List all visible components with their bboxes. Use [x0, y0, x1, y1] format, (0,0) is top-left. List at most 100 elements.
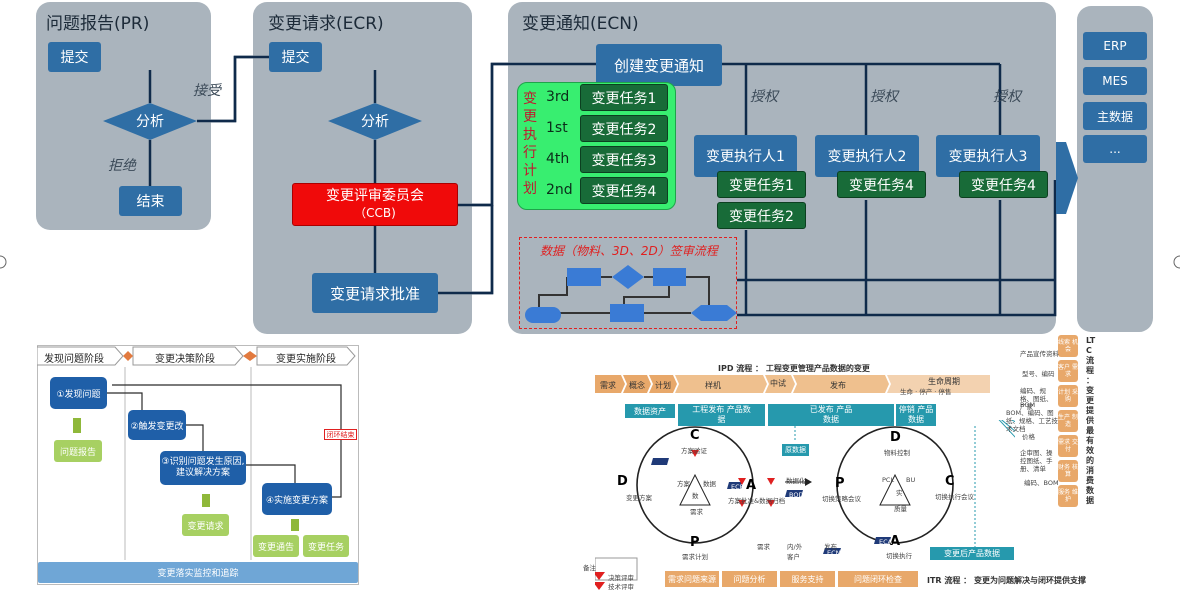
plan-task[interactable]: 变更任务2	[580, 115, 668, 142]
auth-label-2: 授权	[870, 89, 898, 105]
ecr-approve-button[interactable]: 变更请求批准	[312, 273, 438, 313]
c2-P-sub: 切换策略会议	[822, 495, 861, 503]
phase-label: 概念	[629, 381, 645, 390]
c1-inner: 需求	[690, 508, 703, 516]
ecr-title: 变更请求(ECR)	[268, 14, 384, 34]
plan-task[interactable]: 变更任务4	[580, 177, 668, 204]
c2-D: D	[890, 430, 901, 445]
pr-accept-label: 接受	[193, 83, 221, 99]
plan-order: 2nd	[546, 182, 573, 198]
discover-problem[interactable]: ①发现问题	[50, 377, 107, 409]
closed-loop: 闭环结束	[324, 429, 357, 440]
bod-tag: BOD	[789, 491, 804, 499]
pr-end-button[interactable]: 结束	[119, 186, 182, 216]
pr-analyze-diamond	[103, 103, 197, 140]
ecr-tag: ECR	[731, 483, 745, 491]
plan-label-column: 变 更 执 行 计 划	[522, 90, 538, 198]
ipd-title: IPD 流程 ： 工程变更管理产品数据的变更	[718, 364, 870, 373]
plan-task[interactable]: 变更任务1	[580, 84, 668, 111]
systems-arrow	[1056, 142, 1078, 214]
phase-label: 计划	[655, 381, 671, 390]
pub-label: 发布	[824, 543, 837, 551]
itr-step: 服务支持	[780, 571, 835, 587]
after-change-data: 变更后产品数据	[930, 547, 1014, 560]
exec-task[interactable]: 变更任务1	[717, 171, 806, 198]
signoff-flow	[525, 265, 737, 323]
c1-A: A	[746, 478, 757, 493]
c2-A: A	[890, 534, 901, 549]
c2-A-sub: 切换执行	[886, 552, 912, 560]
system-master-data[interactable]: 主数据	[1083, 102, 1147, 130]
datafy-label: 数据化	[786, 477, 806, 485]
system-erp[interactable]: ERP	[1083, 32, 1147, 60]
auth-label-3: 授权	[993, 89, 1021, 105]
ltc-box: 需求 交付	[1058, 435, 1078, 457]
need-label: 需求	[757, 543, 770, 551]
ltc-title: LTC 流程 ： 变更提供最有效的消费数据	[1086, 336, 1096, 505]
c1-D-sub: 变更方案	[626, 494, 652, 502]
executor-3[interactable]: 变更执行人3	[936, 135, 1040, 177]
c2-C-sub: 切换执行会议	[935, 493, 974, 501]
arrow-down-1	[73, 418, 81, 433]
problem-report[interactable]: 问题报告	[54, 440, 102, 462]
monitor-bar: 变更落实监控和追踪	[38, 562, 358, 583]
ltc-box: 线索 机会	[1058, 335, 1078, 357]
ltc-box: 客户 需求	[1058, 360, 1078, 382]
stage-headers-svg	[37, 346, 356, 560]
ipd-cycles-svg	[595, 420, 1015, 590]
c2-P: P	[835, 476, 845, 491]
raw-data-box: 原数据	[782, 444, 809, 456]
executor-1[interactable]: 变更执行人1	[694, 135, 797, 177]
ccb-box[interactable]: 变更评审委员会 （CCB)	[292, 183, 458, 226]
ecn-title: 变更通知(ECN)	[522, 14, 639, 34]
c1-C: C	[690, 428, 700, 443]
legend-item: 技术评审	[608, 583, 634, 591]
stopped-bar: 停销 产品数据	[896, 404, 936, 426]
c1-inner: 数	[692, 492, 699, 500]
ltc-column: 线索 机会 客户 需求 计划 采购 生产 制造 需求 交付 财务 核算 服务 维…	[1058, 335, 1078, 510]
arrow-down-3	[291, 519, 299, 531]
change-notice[interactable]: 变更通告	[253, 535, 299, 557]
ecr-analyze-diamond	[328, 103, 422, 140]
itr-title: ITR 流程 ： 变更为问题解决与闭环提供支撑	[927, 576, 1086, 585]
c2-inner: PCL	[882, 476, 895, 484]
pr-title: 问题报告(PR)	[46, 14, 150, 34]
arrow-down-2	[202, 494, 210, 507]
exec-task[interactable]: 变更任务4	[837, 171, 926, 198]
inout-customer: 内/外 客户	[787, 543, 803, 561]
phase-label: 生命周期	[928, 377, 960, 386]
plan-label-char: 行	[523, 145, 537, 161]
trigger-change[interactable]: ②触发变更改	[128, 410, 186, 440]
pr-submit-button[interactable]: 提交	[48, 42, 101, 72]
ccb-line1: 变更评审委员会	[326, 187, 424, 204]
phase-label: 需求	[600, 381, 616, 390]
ecr-submit-button[interactable]: 提交	[269, 42, 322, 72]
plan-task[interactable]: 变更任务3	[580, 146, 668, 173]
plan-label-char: 变	[523, 91, 537, 107]
eca-tag: ECA	[879, 538, 893, 546]
implement-change[interactable]: ④实施变更方案	[262, 483, 332, 515]
exec-task[interactable]: 变更任务4	[959, 171, 1048, 198]
phase-label: 中试	[770, 379, 786, 388]
auth-label-1: 授权	[750, 89, 778, 105]
ltc-note: 产品宣传资料	[1020, 350, 1059, 358]
c1-P: P	[690, 535, 700, 550]
system-mes[interactable]: MES	[1083, 67, 1147, 95]
ltc-note: BOM	[1020, 401, 1036, 409]
system-more[interactable]: ...	[1083, 135, 1147, 163]
plan-order: 1st	[546, 120, 568, 136]
c1-A-sub: 方案批准&数据归档	[728, 497, 786, 505]
exec-task[interactable]: 变更任务2	[717, 202, 806, 229]
c2-D-sub: 物料控制	[884, 449, 910, 457]
create-ecn-button[interactable]: 创建变更通知	[596, 44, 722, 86]
pr-reject-label: 拒绝	[108, 158, 136, 174]
identify-cause[interactable]: ③识别问题发生原因,建议解决方案	[160, 451, 246, 485]
ltc-box: 计划 采购	[1058, 385, 1078, 407]
change-request[interactable]: 变更请求	[182, 514, 229, 536]
change-task[interactable]: 变更任务	[303, 535, 349, 557]
plan-label-char: 执	[523, 127, 537, 143]
data-asset-bar: 数据资产	[625, 404, 675, 418]
ltc-note: 企审图、操控图纸、手册、清单	[1020, 449, 1053, 473]
executor-2[interactable]: 变更执行人2	[815, 135, 919, 177]
stage-header-1: 发现问题阶段	[44, 354, 104, 365]
